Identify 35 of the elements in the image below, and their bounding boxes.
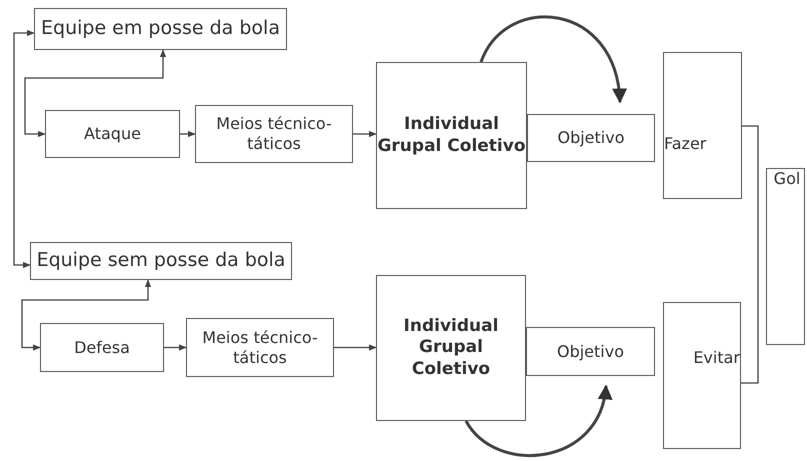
arrow <box>464 384 612 458</box>
process-box <box>30 242 292 280</box>
process-box <box>526 327 655 376</box>
box-label: Equipe em posse da bola <box>41 17 280 41</box>
process-box <box>34 8 287 50</box>
box-label: Gol <box>774 169 800 189</box>
process-box <box>376 62 527 209</box>
process-box <box>45 110 180 158</box>
arrow <box>21 279 152 351</box>
arrow <box>480 15 626 104</box>
arrow <box>164 344 187 351</box>
box-label: Meios técnico-táticos <box>215 114 333 154</box>
arrow <box>24 49 166 138</box>
box-label: Evitar <box>693 348 740 368</box>
arrow <box>13 30 35 268</box>
process-box <box>766 168 805 345</box>
box-label: Fazer <box>664 134 706 154</box>
box-label: Equipe sem posse da bola <box>36 249 286 273</box>
arrow <box>353 130 377 138</box>
box-label: Individual Grupal Coletivo <box>377 114 526 157</box>
box-label: Meios técnico-táticos <box>201 328 319 368</box>
process-box <box>663 302 741 449</box>
box-label: Objetivo <box>557 128 624 148</box>
process-box <box>376 275 526 421</box>
process-box <box>527 114 655 162</box>
arrow <box>180 130 196 138</box>
process-box <box>195 105 353 163</box>
process-box <box>40 323 164 372</box>
process-box <box>663 52 742 199</box>
process-box <box>186 318 334 377</box>
arrow <box>334 344 377 351</box>
box-label: Objetivo <box>556 342 624 362</box>
box-label: Ataque <box>84 124 141 144</box>
box-label: Individual Grupal Coletivo <box>402 316 500 380</box>
box-label: Defesa <box>74 338 130 358</box>
